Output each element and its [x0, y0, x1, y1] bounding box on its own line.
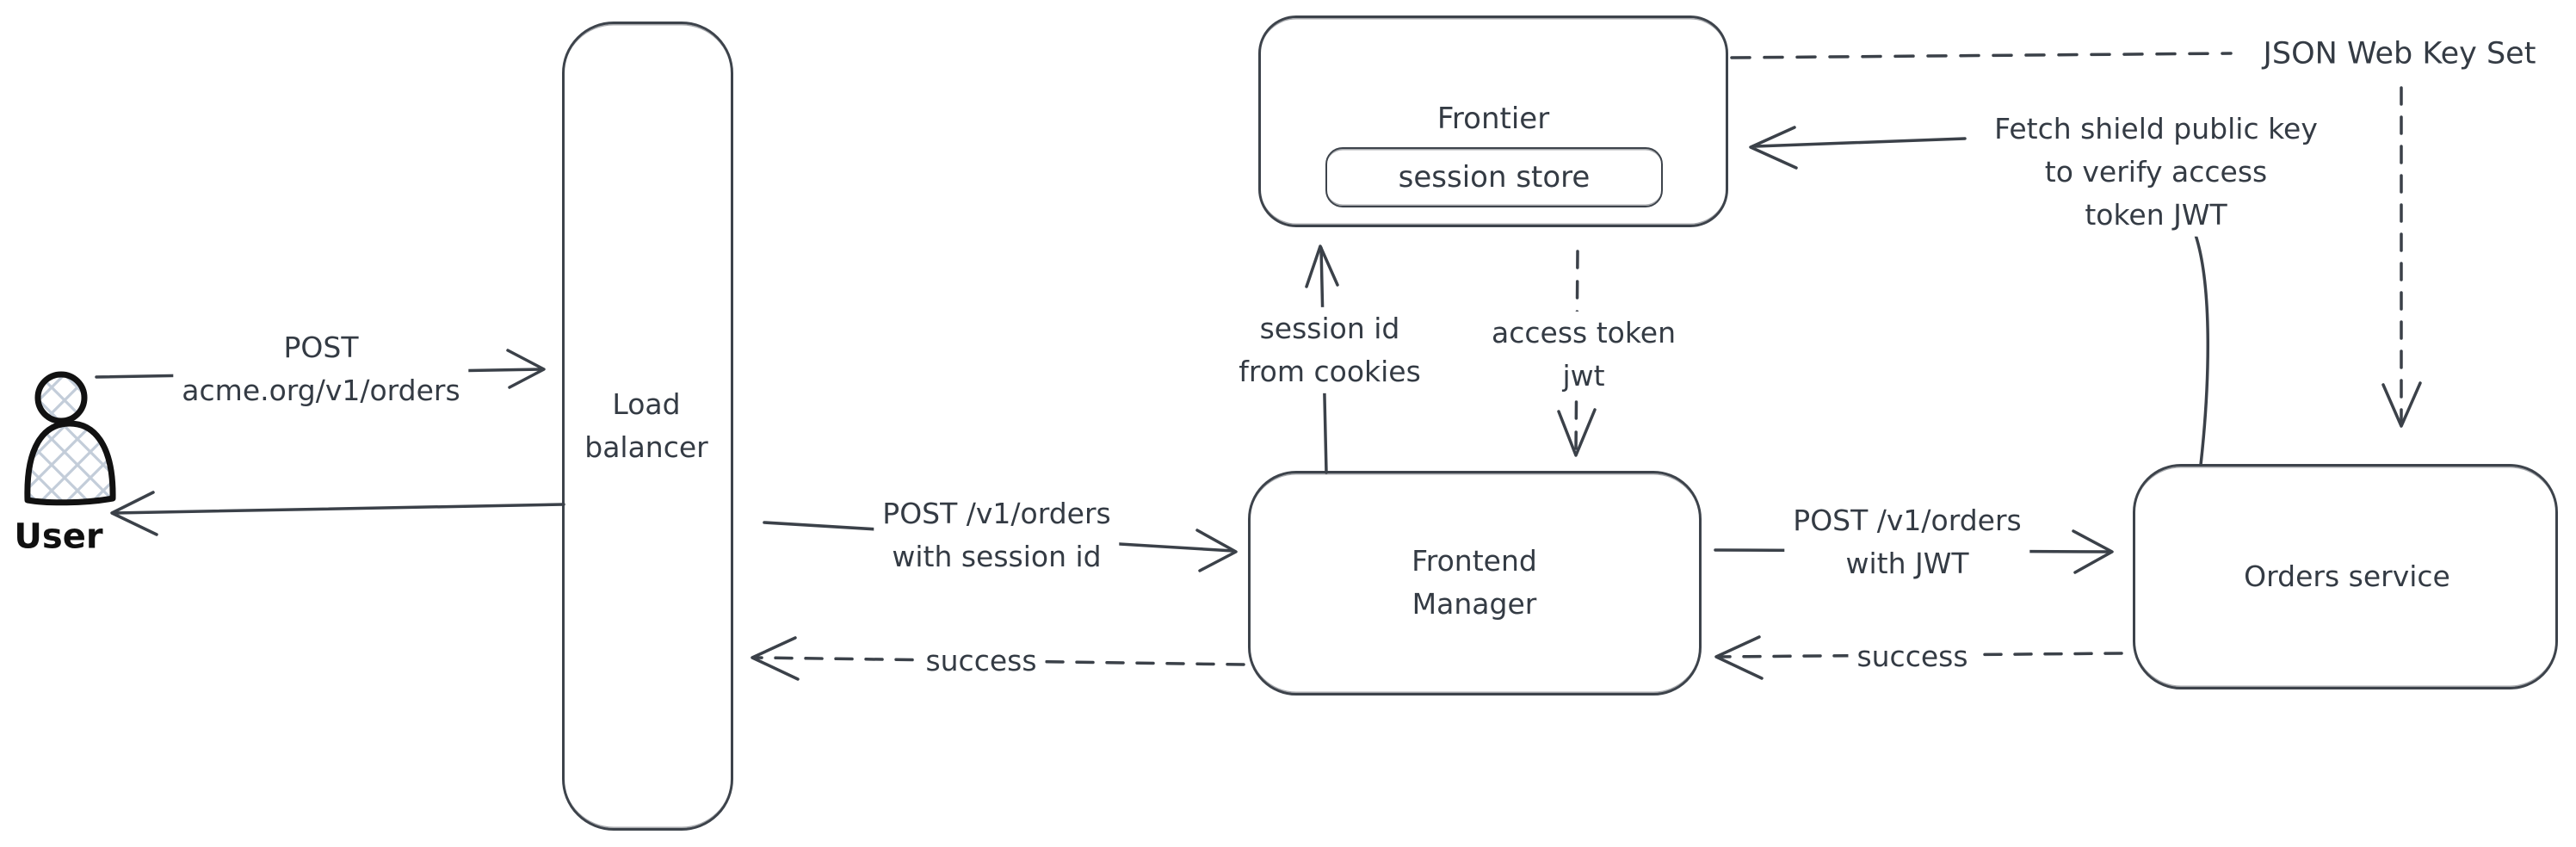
edge-label-session-id-from-cookies: session id from cookies — [1230, 306, 1430, 394]
arrow-jwks-to-orders-service — [2381, 86, 2422, 428]
edge-label-access-token-jwt: access token jwt — [1483, 311, 1684, 399]
load-balancer-label: Load balancer — [584, 386, 708, 464]
jwks-label: JSON Web Key Set — [2263, 36, 2536, 71]
line-frontier-to-jwks — [1730, 52, 2233, 59]
node-session-store — [1325, 147, 1663, 207]
edge-label-post-acme-orders: POST acme.org/v1/orders — [173, 325, 469, 413]
frontier-label: Frontier — [1436, 102, 1550, 137]
edge-label-success-left: success — [917, 639, 1046, 683]
frontend-manager-label: Frontend Manager — [1412, 543, 1537, 621]
node-orders-service — [2133, 464, 2558, 689]
node-load-balancer — [562, 22, 733, 831]
session-store-label: session store — [1398, 160, 1591, 195]
edge-label-success-right: success — [1848, 634, 1977, 679]
edge-label-post-orders-session-id: POST /v1/orders with session id — [874, 492, 1120, 579]
edge-label-post-orders-jwt: POST /v1/orders with JWT — [1784, 498, 2030, 586]
arrow-load-balancer-to-user — [110, 491, 565, 536]
orders-service-label: Orders service — [2244, 559, 2450, 593]
edge-label-fetch-shield-public-key: Fetch shield public key to verify access… — [1986, 107, 2326, 238]
node-frontend-manager — [1248, 471, 1702, 696]
user-person-icon — [24, 371, 116, 506]
user-label: User — [14, 516, 103, 557]
